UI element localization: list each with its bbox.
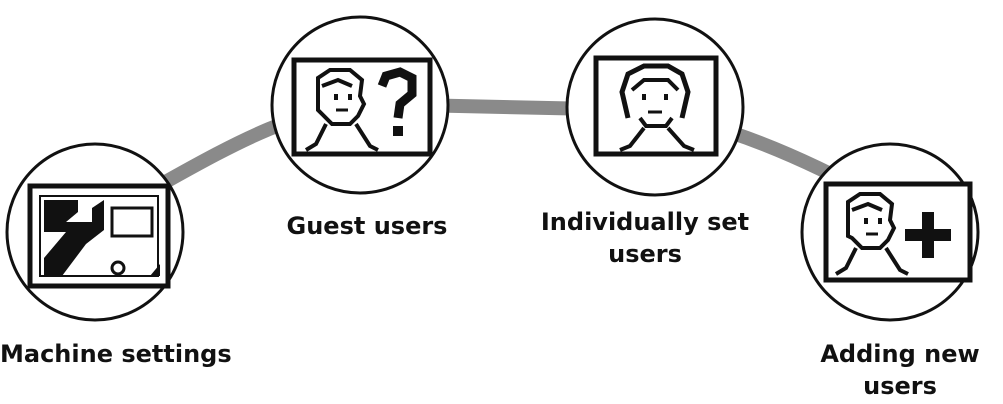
- node-guest-users: [270, 15, 450, 195]
- label-adding-new-users-line1: Adding new: [820, 340, 980, 368]
- label-individually-set-users-line2: users: [608, 240, 682, 268]
- label-guest-users: Guest users: [286, 212, 448, 240]
- add-user-icon: [823, 181, 973, 283]
- label-machine-settings: Machine settings: [0, 340, 232, 368]
- guest-user-question-icon: [291, 57, 433, 157]
- wrench-settings-icon: [27, 183, 171, 289]
- label-adding-new-users: Adding new users: [800, 338, 1000, 402]
- label-individually-set-users-line1: Individually set: [540, 208, 750, 236]
- node-machine-settings: [5, 142, 185, 322]
- label-individually-set-users: Individually set users: [540, 206, 750, 270]
- individual-user-icon: [593, 55, 719, 157]
- node-adding-new-users: [800, 142, 980, 322]
- node-individually-set-users: [565, 17, 745, 197]
- label-adding-new-users-line2: users: [863, 372, 937, 400]
- connector-arc: [153, 96, 887, 207]
